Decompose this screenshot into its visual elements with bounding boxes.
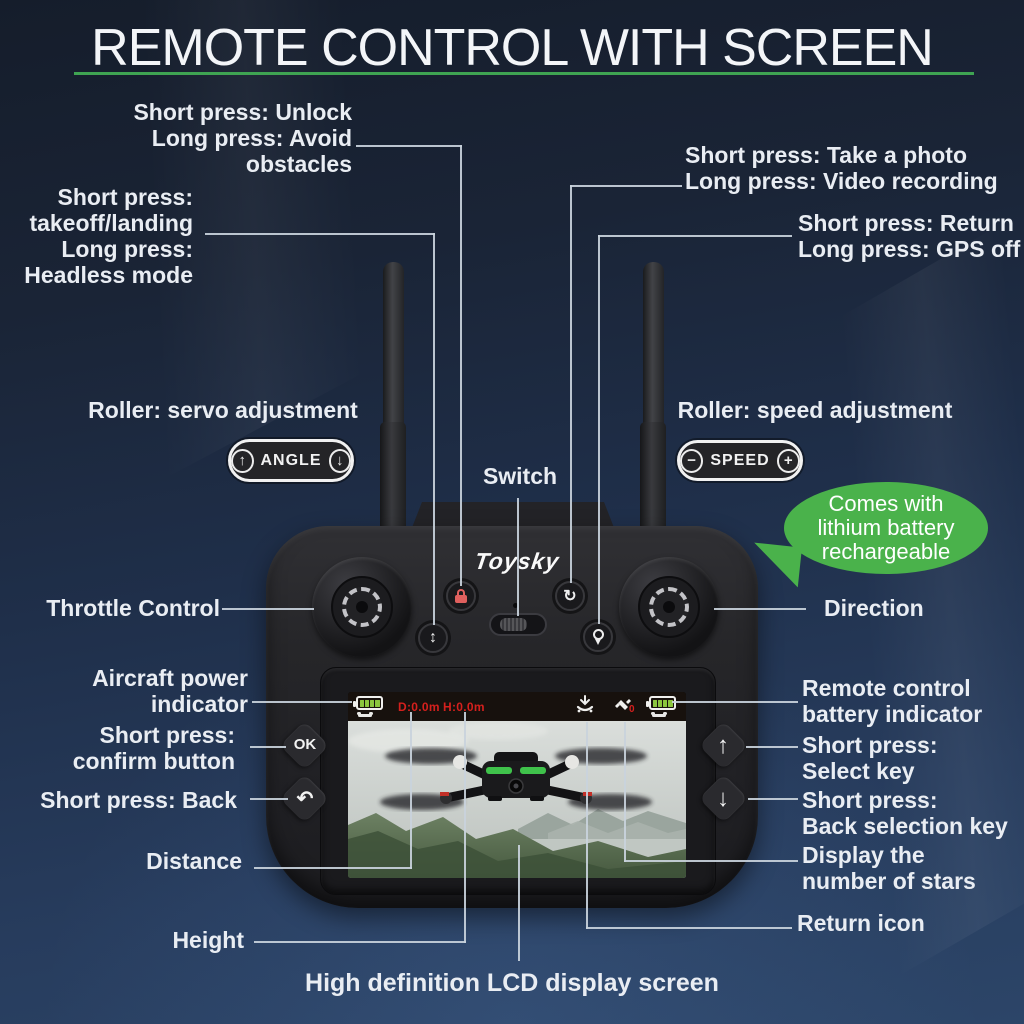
callout-return-icon: Return icon [797,910,925,936]
angle-up-icon: ↑ [231,448,254,473]
callout-speed-roller: Roller: speed adjustment [677,397,953,423]
brand-logo: Toysky [473,548,562,574]
lock-icon [455,589,467,603]
connector-photo-h [570,185,682,187]
connector-takeoff-h [205,233,435,235]
callout-back-select: Short press: Back selection key [802,787,1008,839]
remote-battery-icon [646,696,676,710]
takeoff-landing-icon: ↕ [429,629,437,646]
callout-throttle: Throttle Control [46,595,220,621]
callout-stars: Display the number of stars [802,842,976,894]
speed-plus-icon: + [776,448,800,473]
speed-minus-icon: − [680,448,704,473]
left-joystick-center [356,601,368,613]
right-antenna-base [640,422,666,534]
callout-select: Short press: Select key [802,732,938,784]
satellite-count: 0 [629,704,635,715]
hud-distance-value: D:0.0m [398,700,440,714]
left-antenna-base [380,422,406,534]
callout-takeoff: Short press: takeoff/landing Long press:… [24,184,193,288]
hud-status-bar: D:0.0m H:0.0m 0 [348,692,686,721]
gps-return-button [583,622,613,652]
takeoff-landing-button: ↕ [418,623,448,653]
callout-distance: Distance [146,848,242,874]
callout-photo: Short press: Take a photo Long press: Vi… [685,142,998,194]
callout-lcd: High definition LCD display screen [305,969,719,997]
gps-pin-icon [592,629,605,645]
drone-glyph-icon [357,712,373,717]
bubble-tail [750,542,802,588]
satellite-icon [615,699,631,710]
title-underline [74,72,974,75]
camera-feed-image [348,721,686,878]
down-arrow-icon: ↓ [717,785,729,812]
up-arrow-icon: ↑ [717,732,729,759]
callout-servo-roller: Roller: servo adjustment [88,397,358,423]
callout-height: Height [172,927,244,953]
angle-badge-label: ANGLE [260,451,322,469]
callout-gps: Short press: Return Long press: GPS off [798,210,1021,262]
callout-confirm: Short press: confirm button [72,722,235,774]
landing-return-icon [576,695,594,713]
mic-hole [513,603,518,608]
controller-glyph-icon [651,712,667,717]
callout-back: Short press: Back [40,787,237,813]
photo-video-button: ↻ [555,581,585,611]
right-joystick-center [663,601,675,613]
callout-direction: Direction [824,595,924,621]
connector-gps-h [598,235,792,237]
connector-unlock-h [356,145,462,147]
battery-bubble: Comes with lithium battery rechargeable [784,482,988,574]
drone-image [380,748,652,810]
aircraft-battery-icon [353,696,383,710]
left-antenna [383,262,404,427]
unlock-button [446,581,476,611]
lcd-screen: D:0.0m H:0.0m 0 [348,692,686,878]
callout-aircraft-power: Aircraft power indicator [92,665,248,717]
angle-down-icon: ↓ [328,448,351,473]
page-title: REMOTE CONTROL WITH SCREEN [91,19,934,77]
back-arrow-icon: ↶ [296,788,314,810]
callout-rc-battery: Remote control battery indicator [802,675,983,727]
speed-badge-label: SPEED [710,451,770,469]
speed-roller-badge: − SPEED + [677,440,803,481]
right-antenna [643,262,664,427]
angle-roller-badge: ↑ ANGLE ↓ [228,439,354,482]
callout-unlock: Short press: Unlock Long press: Avoid ob… [133,99,352,177]
ok-button-label: OK [293,736,317,753]
power-switch-knob [500,618,527,631]
callout-switch: Switch [482,463,558,489]
hud-height-value: H:0.0m [443,700,485,714]
camera-rotate-icon: ↻ [563,588,577,605]
